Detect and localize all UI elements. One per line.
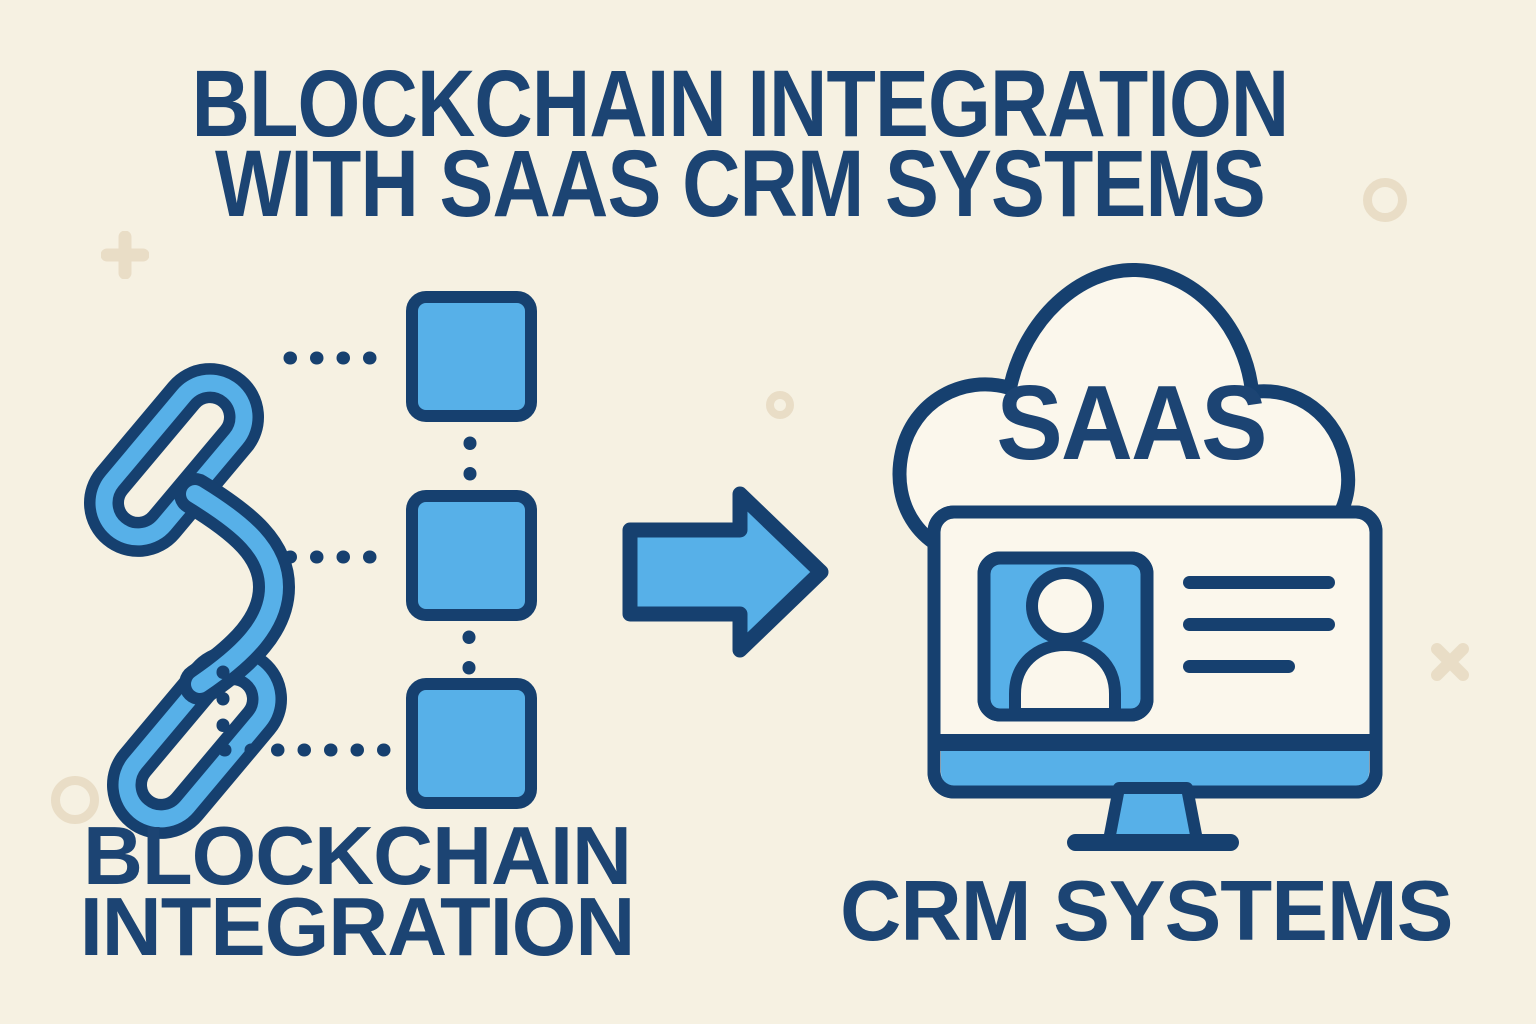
contact-card-icon: [977, 551, 1154, 722]
arrow-right-icon: [622, 486, 829, 658]
decor-ring-icon: [1363, 178, 1407, 222]
crm-monitor-icon: [927, 505, 1383, 851]
title-line-1: BLOCKCHAIN INTEGRATION: [191, 51, 1290, 157]
block-square: [406, 490, 537, 621]
crm-systems-label: CRM SYSTEMS: [840, 864, 1453, 959]
chain-link-icon: [84, 363, 296, 839]
decor-plus-icon: [101, 231, 149, 279]
blockchain-label-line-1: BLOCKCHAIN: [83, 809, 632, 902]
blockchain-label: BLOCKCHAIN INTEGRATION: [57, 809, 657, 973]
page-title: BLOCKCHAIN INTEGRATION WITH SAAS CRM SYS…: [111, 51, 1369, 237]
block-square: [406, 678, 537, 809]
monitor-stand: [1067, 782, 1239, 851]
person-icon: [1009, 567, 1121, 720]
decor-cross-icon: [1431, 643, 1469, 681]
decor-donut-icon: [766, 391, 794, 419]
cloud-saas-label: SAAS: [996, 364, 1267, 482]
dotted-line-bottom-elbow: [216, 665, 397, 757]
block-square: [406, 291, 537, 422]
record-text-lines: [1183, 576, 1335, 673]
cloud-icon: [892, 262, 1356, 565]
title-line-2: WITH SAAS CRM SYSTEMS: [215, 131, 1266, 237]
blockchain-label-line-2: INTEGRATION: [79, 880, 636, 973]
decor-ring-icon: [51, 776, 99, 824]
